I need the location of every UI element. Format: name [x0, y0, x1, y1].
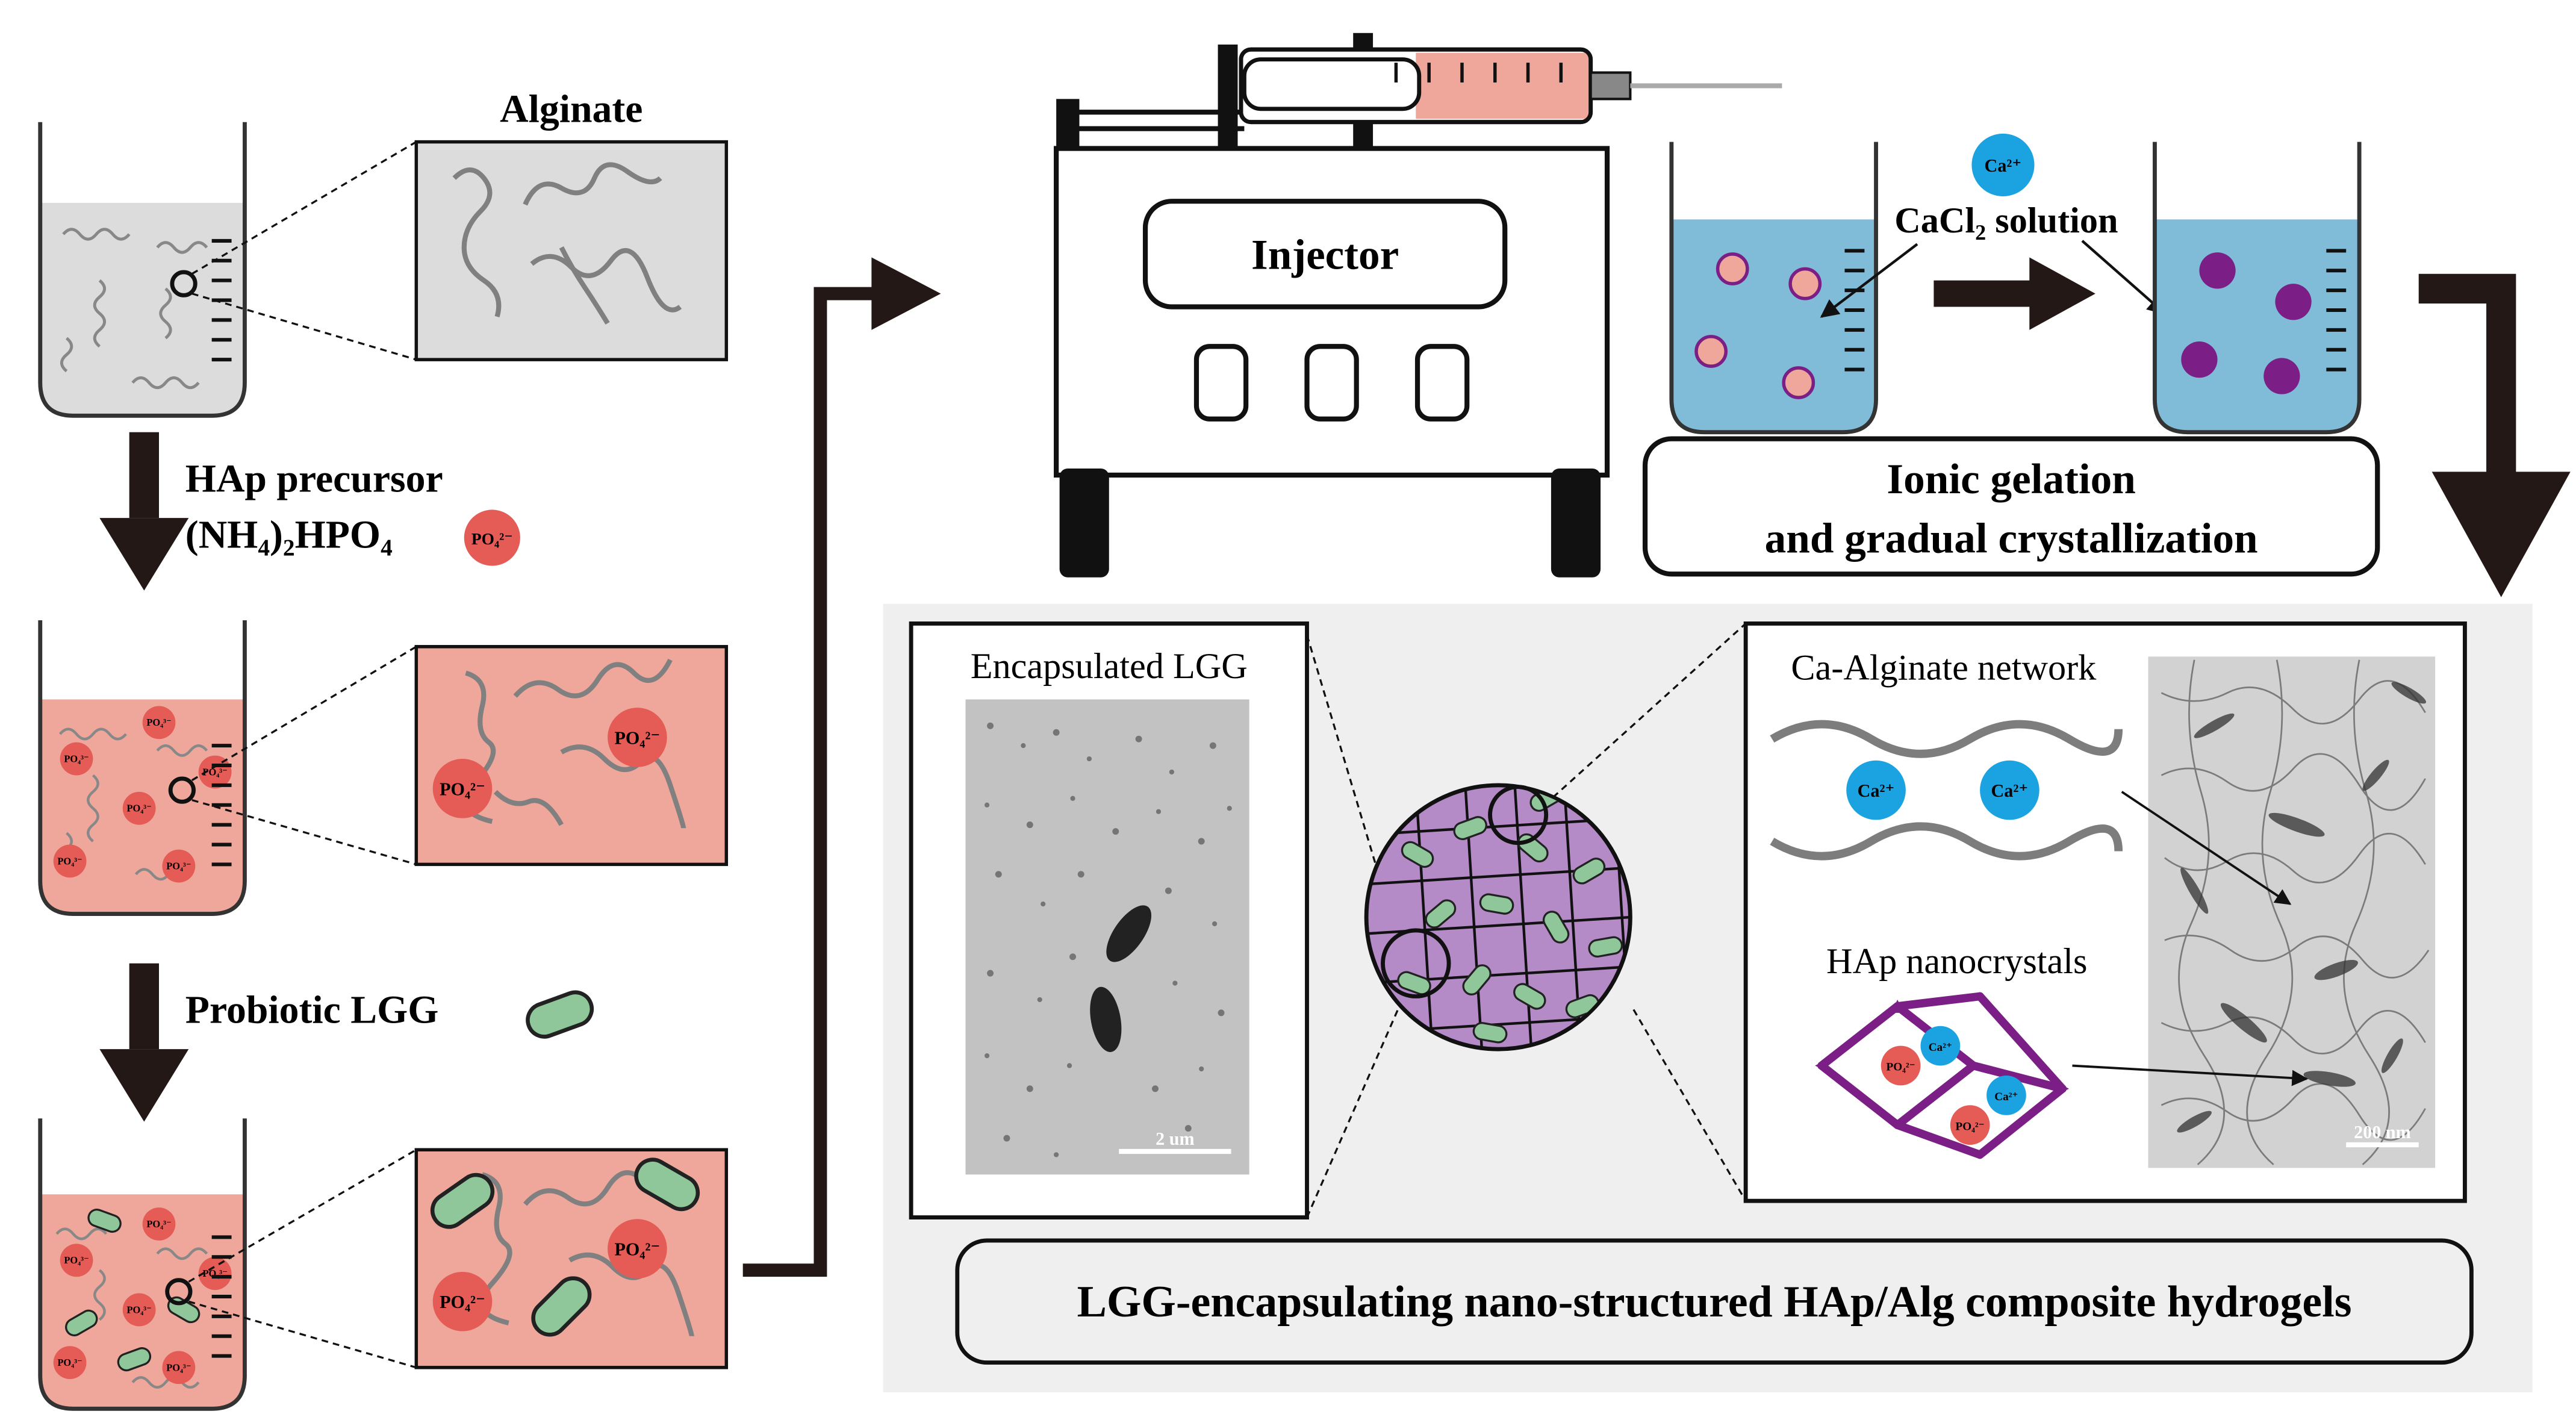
label-hap-precursor: HAp precursor — [185, 456, 443, 500]
arrow-down-2 — [99, 963, 189, 1122]
syringe-icon — [1239, 47, 1782, 125]
label-encapsulated-lgg: Encapsulated LGG — [971, 646, 1248, 687]
ionic-gelation-line1: Ionic gelation — [1887, 456, 2135, 503]
pointer-cacl2-right — [2081, 240, 2167, 315]
pointer-crystals — [2072, 1064, 2309, 1086]
inset-ion-label: PO₄²⁻ — [440, 779, 485, 799]
beaker-lgg: PO₄³⁻ PO₄³⁻ PO₄³⁻ PO₄³⁻ PO₄³⁻ PO₄³⁻ — [38, 1118, 247, 1411]
calcium-ion-legend-label: Ca²⁺ — [1985, 155, 2022, 176]
ion-label: PO₄³⁻ — [146, 717, 171, 728]
ion-label: PO₄³⁻ — [202, 766, 227, 777]
inset-lgg: PO₄²⁻ PO₄²⁻ — [414, 1148, 729, 1369]
network-ca-label: Ca²⁺ — [1991, 780, 2029, 801]
injector-label: Injector — [1251, 231, 1399, 278]
zoom-lines-3 — [188, 1148, 417, 1369]
scale-bar-2um: 2 um — [1156, 1129, 1194, 1149]
final-title: LGG-encapsulating nano-structured HAp/Al… — [1077, 1277, 2352, 1326]
scale-bar-200nm: 200 nm — [2354, 1122, 2411, 1142]
beaker-droplets — [1669, 142, 1878, 435]
pointer-cacl2-left — [1820, 243, 1918, 318]
ion-label: PO₄³⁻ — [166, 861, 191, 872]
arrow-to-injector — [742, 257, 941, 1277]
inset-ion-label: PO₄²⁻ — [614, 1239, 660, 1260]
label-probiotic: Probiotic LGG — [185, 988, 439, 1032]
lattice-ion-label: Ca²⁺ — [1929, 1041, 1952, 1054]
ion-label: PO₄³⁻ — [126, 1304, 151, 1315]
ion-label: PO₄³⁻ — [64, 753, 89, 765]
ionic-gelation-box: Ionic gelation and gradual crystallizati… — [1642, 436, 2380, 577]
lattice-ion-label: PO₄²⁻ — [1956, 1120, 1985, 1133]
final-title-box: LGG-encapsulating nano-structured HAp/Al… — [955, 1238, 2474, 1365]
phosphate-ion-legend-label: PO₄²⁻ — [471, 530, 513, 548]
lattice-ion-label: PO₄²⁻ — [1887, 1061, 1915, 1074]
hydrogel-bead — [1364, 783, 1632, 1051]
zoom-lines-1 — [191, 141, 417, 361]
label-precursor-formula: (NH₄)₂HPO₄ — [185, 512, 393, 556]
label-ca-alginate-network: Ca-Alginate network — [1791, 648, 2097, 688]
arrow-to-result — [2418, 273, 2571, 597]
tem-image-network: 200 nm — [2148, 656, 2436, 1168]
calcium-ion-legend: Ca²⁺ — [1971, 133, 2035, 196]
zoom-lines-2 — [191, 646, 417, 865]
injector-machine: Injector — [1054, 33, 1610, 578]
bacteria-icon — [523, 988, 597, 1041]
pointer-network — [2121, 791, 2292, 905]
ion-label: PO₄³⁻ — [126, 803, 151, 814]
tem-image-lgg: 2 um — [965, 699, 1249, 1175]
inset-alginate — [414, 140, 729, 361]
label-alginate: Alginate — [500, 87, 642, 131]
inset-phosphate: PO₄²⁻ PO₄²⁻ — [414, 645, 729, 867]
beaker-alginate — [38, 122, 247, 418]
arrow-gelation — [1934, 257, 2095, 330]
label-cacl2: CaCl₂ solution — [1894, 201, 2118, 241]
inset-ion-label: PO₄²⁻ — [614, 727, 660, 748]
beaker-beads — [2153, 142, 2362, 435]
ion-label: PO₄³⁻ — [146, 1218, 171, 1230]
label-hap-nanocrystals: HAp nanocrystals — [1826, 941, 2087, 982]
lattice-ion-label: Ca²⁺ — [1994, 1091, 2018, 1103]
encapsulated-lgg-box: Encapsulated LGG 2 um — [909, 621, 1309, 1219]
network-box: Ca-Alginate network Ca²⁺ Ca²⁺ HAp nanocr… — [1743, 621, 2467, 1203]
ion-label: PO₄³⁻ — [64, 1254, 89, 1266]
network-ca-label: Ca²⁺ — [1858, 780, 1895, 801]
ion-label: PO₄³⁻ — [57, 1357, 82, 1368]
arrow-down-1 — [99, 432, 189, 591]
phosphate-ion-legend: PO₄²⁻ — [464, 509, 520, 566]
beaker-phosphate: PO₄³⁻ PO₄³⁻ PO₄³⁻ PO₄³⁻ PO₄³⁻ PO₄³⁻ — [38, 620, 247, 916]
ion-label: PO₄³⁻ — [166, 1362, 191, 1373]
ionic-gelation-line2: and gradual crystallization — [1765, 515, 2258, 562]
ion-label: PO₄³⁻ — [57, 855, 82, 867]
inset-ion-label: PO₄²⁻ — [440, 1292, 485, 1312]
